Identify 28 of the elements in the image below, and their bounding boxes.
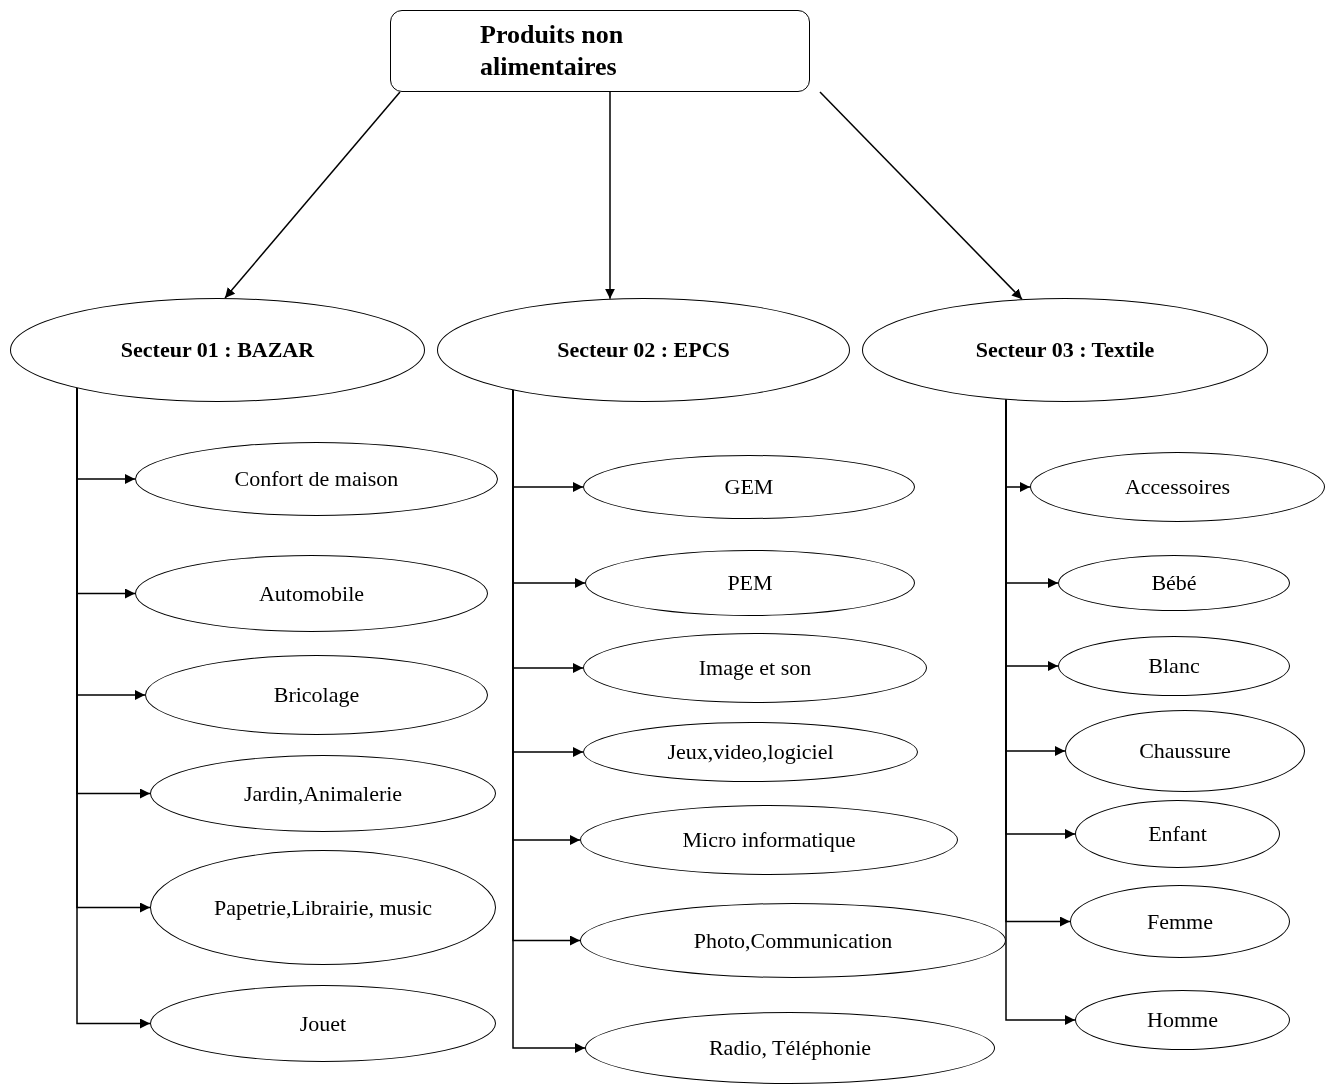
node-label: GEM [724,473,774,501]
title-box [390,10,810,92]
arrow [819,91,1023,300]
node-label: Radio, Téléphonie [708,1034,872,1062]
node-label: Secteur 01 : BAZAR [120,336,315,364]
node-label: Produits non alimentaires [480,18,625,83]
arrow [224,91,401,299]
node-label: Accessoires [1124,473,1231,501]
node-label: Papetrie,Librairie, music [213,893,433,922]
node-label: Photo,Communication [693,926,893,955]
node-label: Enfant [1148,820,1207,848]
node-label: PEM [727,569,773,597]
node-label: Secteur 02 : EPCS [557,336,730,364]
node-label: Jardin,Animalerie [243,779,403,808]
node-label: Chaussure [1139,737,1231,765]
node-label: Bébé [1151,569,1197,597]
node-label: Homme [1147,1006,1218,1034]
node-label: Blanc [1148,652,1200,680]
node-label: Image et son [698,654,812,682]
node-label: Micro informatique [682,826,856,854]
arrow [605,91,615,300]
node-label: Femme [1147,907,1213,936]
node-label: Automobile [258,579,365,608]
node-label: Secteur 03 : Textile [975,336,1155,364]
node-label: Jeux,video,logiciel [667,738,834,766]
node-label: Confort de maison [234,465,399,493]
node-label: Jouet [299,1009,347,1038]
node-label: Bricolage [273,681,360,709]
